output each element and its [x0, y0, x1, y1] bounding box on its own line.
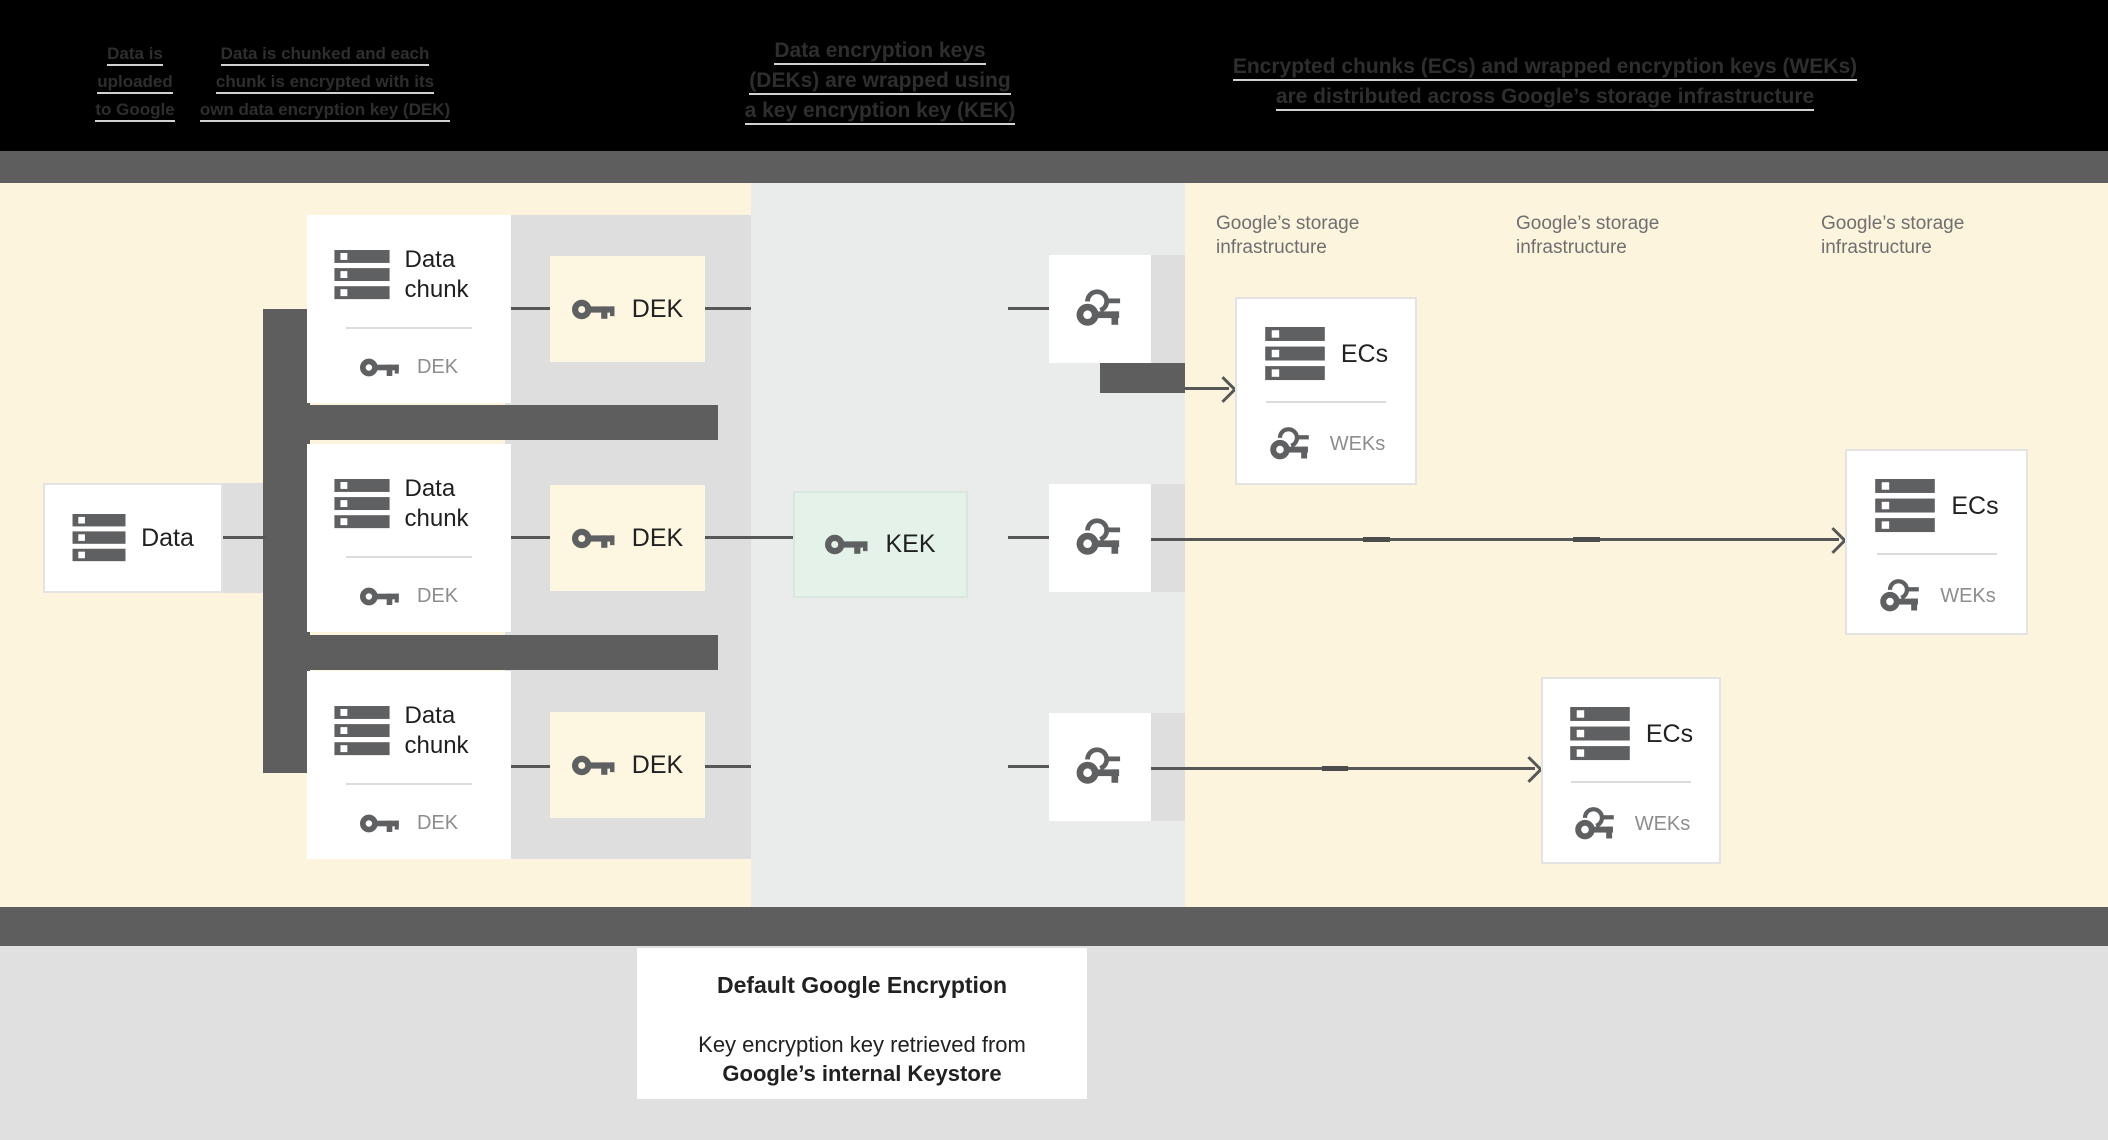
ecs-label: ECs — [1340, 339, 1389, 368]
key-icon — [571, 299, 615, 319]
wek-output-pipe — [1100, 363, 1185, 393]
chunk-dek-label: DEK — [416, 812, 459, 834]
chunk-split-branch-1 — [292, 405, 718, 440]
step-caption-1: Data is uploaded to Google — [30, 40, 240, 124]
connector-data-trunk — [223, 536, 267, 539]
divider — [346, 783, 472, 785]
dek-box: DEK — [550, 256, 705, 362]
wrapped-key-box — [1049, 484, 1151, 592]
arrow-joint — [1573, 537, 1600, 542]
bottom-divider-bar — [0, 907, 2108, 946]
weks-label: WEKs — [1329, 433, 1386, 455]
key-icon — [571, 528, 615, 548]
kek-label: KEK — [885, 530, 936, 558]
connector-kek-wek3 — [1008, 765, 1049, 768]
chunk-split-branch-2 — [292, 635, 718, 670]
kek-box: KEK — [793, 491, 968, 598]
data-chunk-box: Data chunk DEK — [307, 671, 511, 859]
divider — [1876, 553, 1997, 555]
storage-rows-icon — [1875, 479, 1936, 533]
wrapped-key-icon — [1878, 579, 1920, 614]
dek-box: DEK — [550, 485, 705, 591]
wrapped-key-icon — [1074, 518, 1121, 558]
step-caption-2: Data is chunked and each chunk is encryp… — [185, 40, 465, 124]
storage-infrastructure-label: Google’s storage infrastructure — [1216, 213, 1360, 258]
step-caption-3: Data encryption keys (DEKs) are wrapped … — [715, 36, 1045, 126]
divider — [346, 556, 472, 558]
connector-dek1-panel — [705, 307, 751, 310]
chunk-dek-label: DEK — [416, 356, 459, 378]
key-icon — [359, 814, 399, 833]
data-chunk-box: Data chunk DEK — [307, 215, 511, 403]
wrapped-key-icon — [1267, 427, 1309, 462]
step-caption-4: Encrypted chunks (ECs) and wrapped encry… — [1230, 52, 1860, 112]
divider — [1571, 781, 1691, 783]
wrapped-key-box — [1049, 713, 1151, 821]
chunk-dek-label: DEK — [416, 585, 459, 607]
data-chunk-box: Data chunk DEK — [307, 444, 511, 632]
divider — [1266, 401, 1386, 403]
key-icon — [359, 358, 399, 377]
caption-box: Default Google Encryption Key encryption… — [637, 948, 1087, 1099]
divider — [346, 327, 472, 329]
storage-rows-icon — [1570, 707, 1630, 761]
storage-infrastructure-label: Google’s storage infrastructure — [1821, 213, 1965, 258]
chunk-title: Data chunk — [404, 246, 469, 303]
weks-label: WEKs — [1634, 813, 1691, 835]
dek-label: DEK — [631, 750, 684, 779]
connector-dek3-panel — [705, 765, 751, 768]
wrapped-key-icon — [1074, 747, 1121, 787]
connector-chunk3-dek3 — [511, 765, 552, 768]
dek-box: DEK — [550, 712, 705, 818]
data-label: Data — [141, 523, 194, 552]
storage-rows-icon — [333, 479, 390, 529]
wrapped-key-box — [1049, 255, 1151, 363]
caption-line-2: Google’s internal Keystore — [722, 1061, 1002, 1086]
connector-kek-wek2 — [1008, 536, 1049, 539]
wrapped-key-icon — [1572, 807, 1614, 842]
dek-label: DEK — [631, 523, 684, 552]
dek-label: DEK — [631, 294, 684, 323]
storage-rows-icon — [1265, 327, 1325, 381]
caption-title: Default Google Encryption — [716, 972, 1008, 998]
ecs-box: ECs WEKs — [1541, 677, 1721, 864]
storage-rows-icon — [333, 706, 390, 756]
key-icon — [825, 534, 868, 555]
ecs-label: ECs — [1645, 719, 1694, 748]
connector-chunk1-dek1 — [511, 307, 552, 310]
key-icon — [359, 587, 399, 606]
arrow-line-ecs2 — [1151, 538, 1839, 541]
chunk-title: Data chunk — [404, 475, 469, 532]
connector-dek2-kek — [705, 536, 793, 539]
top-divider-bar — [0, 151, 2108, 183]
key-icon — [571, 755, 615, 775]
storage-rows-icon — [72, 514, 126, 562]
arrow-line-ecs1 — [1185, 387, 1229, 390]
connector-kek-wek1 — [1008, 307, 1049, 310]
connector-chunk2-dek2 — [511, 536, 552, 539]
storage-infrastructure-label: Google’s storage infrastructure — [1516, 213, 1660, 258]
arrow-joint — [1363, 537, 1390, 542]
ecs-box: ECs WEKs — [1845, 449, 2028, 635]
arrow-joint — [1322, 766, 1348, 771]
storage-rows-icon — [333, 250, 390, 300]
weks-label: WEKs — [1940, 585, 1996, 607]
chunk-title: Data chunk — [404, 702, 469, 759]
chunk-split-trunk — [263, 309, 310, 773]
caption-line-1: Key encryption key retrieved from — [698, 1032, 1026, 1057]
wrapped-key-icon — [1074, 289, 1121, 329]
ecs-label: ECs — [1951, 491, 1999, 520]
data-box: Data — [43, 483, 223, 593]
ecs-box: ECs WEKs — [1235, 297, 1417, 485]
